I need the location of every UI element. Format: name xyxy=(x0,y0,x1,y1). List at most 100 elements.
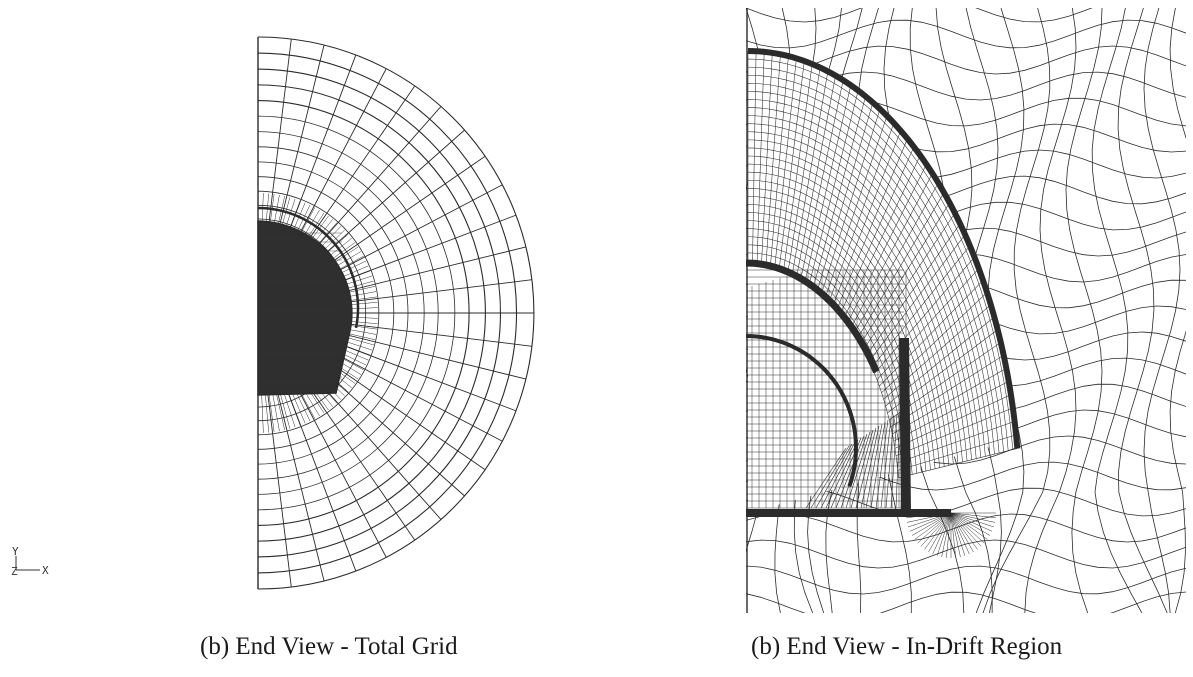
wall-spoke xyxy=(756,51,765,262)
axis-z-label: Z xyxy=(11,565,18,578)
caption-total-grid: (b) End View - Total Grid xyxy=(200,633,458,660)
junction-fan xyxy=(950,512,985,544)
junction-fan xyxy=(920,512,952,547)
invert-hatch xyxy=(875,419,889,509)
wall-spoke xyxy=(896,421,1015,464)
wall-spoke xyxy=(897,434,1017,471)
wall-spoke xyxy=(805,85,852,280)
invert-hatch xyxy=(830,437,862,509)
junction-fan xyxy=(950,512,993,532)
junction-fan xyxy=(909,512,952,532)
junction-fan xyxy=(917,512,952,544)
far-field-line xyxy=(1143,8,1181,613)
junction-fan xyxy=(950,512,974,553)
wall-spoke xyxy=(898,448,1018,479)
wall-spoke xyxy=(892,367,1007,435)
invert-hatch xyxy=(865,423,883,509)
wall-spoke xyxy=(833,130,901,305)
wall-spoke xyxy=(894,394,1012,449)
junction-fan xyxy=(950,512,966,556)
wall-spoke xyxy=(860,202,950,344)
invert-hatch xyxy=(845,431,871,509)
junction-fan xyxy=(936,512,952,556)
wall-spoke xyxy=(895,407,1014,456)
junction-fan xyxy=(932,512,952,555)
wall-spoke xyxy=(765,54,781,263)
invert-hatch xyxy=(870,421,886,509)
junction-fan xyxy=(946,512,952,558)
in-drift-region-panel xyxy=(746,8,1186,613)
junction-fan xyxy=(914,512,952,540)
drip-shield-outline xyxy=(746,259,880,374)
invert-hatch xyxy=(855,427,877,509)
far-field-line xyxy=(1169,8,1186,613)
junction-fan xyxy=(950,512,956,558)
far-field-line xyxy=(746,513,1186,543)
wall-spoke xyxy=(770,56,789,264)
junction-fan xyxy=(950,512,988,540)
invert-hatch xyxy=(850,429,874,509)
wall-spoke xyxy=(836,138,908,309)
wall-spoke xyxy=(800,80,844,278)
junction-fan xyxy=(950,512,991,536)
wall-spoke xyxy=(866,223,961,356)
invert-hatch xyxy=(835,435,865,509)
wall-spoke xyxy=(893,381,1009,442)
junction-fan xyxy=(950,512,994,528)
invert-hatch xyxy=(840,433,868,509)
wall-spoke xyxy=(774,58,797,266)
invert-hatch xyxy=(820,441,856,509)
axis-triad: Y Z X xyxy=(6,546,66,580)
wall-spoke xyxy=(847,164,927,323)
far-field-line xyxy=(746,45,1186,75)
junction-fan xyxy=(950,512,996,518)
invert-hatch xyxy=(900,409,904,509)
wall-spoke xyxy=(850,173,933,328)
axis-triad-icon xyxy=(15,556,40,571)
wall-spoke xyxy=(752,51,757,262)
total-grid-mesh xyxy=(257,36,535,590)
invert-hatch xyxy=(825,439,859,509)
caption-in-drift-region: (b) End View - In-Drift Region xyxy=(751,633,1063,660)
wall-spoke xyxy=(783,64,813,269)
invert-wall xyxy=(899,337,911,514)
invert-hatch xyxy=(895,411,901,509)
invert-hatch xyxy=(805,447,847,509)
wall-spoke xyxy=(821,109,881,293)
invert-hatch xyxy=(860,425,880,509)
waste-package-outline xyxy=(746,334,858,488)
drift-dense-region xyxy=(257,220,353,396)
junction-fan xyxy=(950,512,978,550)
wall-spoke xyxy=(788,67,821,271)
wall-spoke xyxy=(809,90,859,283)
far-field-line xyxy=(1117,8,1168,613)
far-field-line xyxy=(982,8,1051,613)
invert-hatch xyxy=(880,417,892,509)
junction-fan xyxy=(928,512,952,553)
wall-spoke xyxy=(817,102,874,290)
far-field-line xyxy=(1024,8,1077,613)
axis-x-label: X xyxy=(42,564,49,577)
total-grid-panel xyxy=(240,30,550,600)
wall-spoke xyxy=(857,192,945,339)
far-field-line xyxy=(746,539,1186,569)
drift-boundary xyxy=(257,206,360,329)
wall-spoke xyxy=(796,75,836,275)
far-field-line xyxy=(1091,8,1143,613)
wall-spoke xyxy=(761,52,773,263)
in-drift-region-mesh xyxy=(746,8,1186,613)
junction-fan xyxy=(950,512,996,523)
junction-fan xyxy=(950,512,961,558)
drift-wall xyxy=(747,48,1021,449)
invert-hatch xyxy=(815,443,853,509)
invert-hatch xyxy=(885,415,895,509)
far-field-line xyxy=(746,565,1186,595)
wall-spoke xyxy=(854,182,939,334)
junction-fan xyxy=(906,512,952,523)
junction-fan xyxy=(908,512,952,528)
wall-spoke xyxy=(779,60,805,267)
axis-y-label: Y xyxy=(12,545,19,558)
wall-spoke xyxy=(829,123,895,301)
wall-spoke xyxy=(863,212,956,350)
junction-fan xyxy=(911,512,952,536)
